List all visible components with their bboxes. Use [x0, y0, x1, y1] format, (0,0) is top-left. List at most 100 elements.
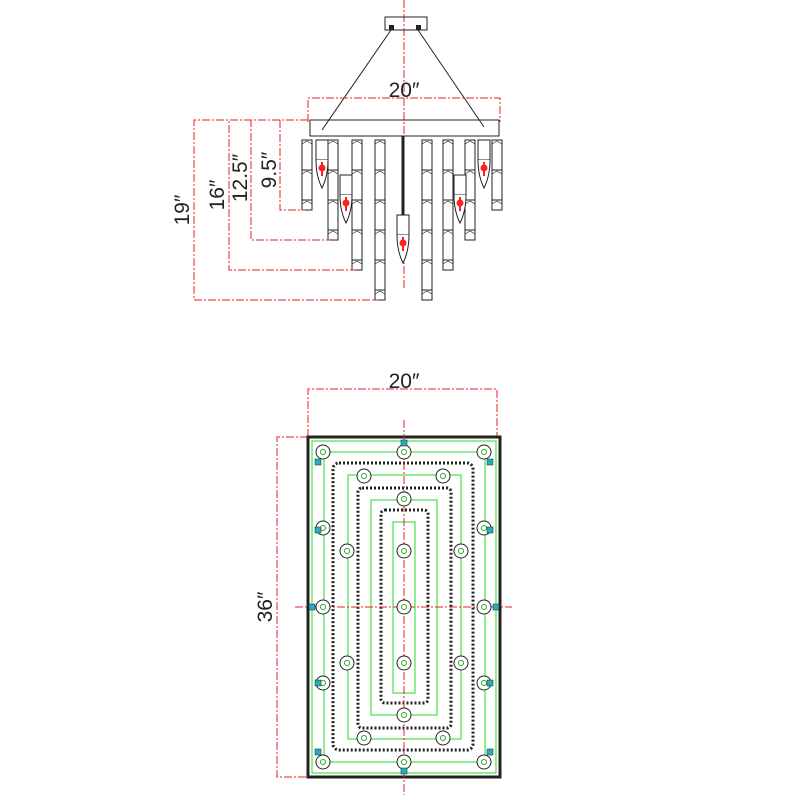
prism-facet [491, 170, 503, 175]
plan-view: 20″ 36″ [254, 370, 512, 795]
candle-bulb [315, 139, 329, 190]
prism-facet [301, 200, 313, 205]
suspension-wire-left [321, 29, 392, 131]
crystal-prism [442, 169, 454, 201]
crystal-strip [464, 139, 476, 241]
mounting-bracket [308, 603, 316, 611]
socket-center [361, 735, 367, 741]
crystal-prism [491, 169, 503, 201]
crystal-strip [442, 139, 454, 271]
crystal-strip [491, 139, 503, 211]
socket [315, 444, 331, 460]
socket-center [440, 735, 446, 741]
mounting-bracket [314, 458, 322, 466]
socket-ring [356, 468, 372, 484]
prism-facet [374, 290, 386, 295]
socket-ring [396, 707, 412, 723]
plan-width-dimension-line [307, 388, 498, 437]
socket-ring [396, 754, 412, 770]
prism-facet [327, 200, 339, 205]
socket-ring [476, 754, 492, 770]
socket-center [481, 449, 487, 455]
socket-center [401, 449, 407, 455]
socket-ring [339, 543, 355, 559]
crystal-prism [374, 259, 386, 291]
prism-facet [351, 140, 363, 145]
socket [396, 707, 412, 723]
prism-facet [421, 140, 433, 145]
candle-sleeve [453, 174, 467, 196]
prism-facet [351, 170, 363, 175]
prism-facet [374, 200, 386, 205]
crystal-prism [464, 199, 476, 231]
socket-center [440, 473, 446, 479]
crystal-prism [301, 169, 313, 201]
candle-bulb [477, 139, 491, 190]
crystal-prism [421, 259, 433, 291]
socket [339, 655, 355, 671]
prism-facet [374, 260, 386, 265]
candle-bulb [453, 174, 467, 225]
socket-center [481, 680, 487, 686]
socket [476, 754, 492, 770]
elevation-view: 20″ 9.5″ 12.5″ 16″ 19″ [171, 0, 503, 301]
crystal-prism [327, 139, 339, 171]
canopy [384, 16, 428, 31]
crystal-prism [421, 169, 433, 201]
socket-ring [356, 730, 372, 746]
prism-facet [374, 230, 386, 235]
height-label-16: 16″ [206, 179, 229, 210]
socket-center [481, 604, 487, 610]
crystal-prism [351, 229, 363, 261]
prism-facet [464, 170, 476, 175]
crystal-prism [374, 139, 386, 171]
crystal-prism [421, 199, 433, 231]
prism-facet [464, 200, 476, 205]
crystal-prism [421, 289, 433, 301]
socket-center [401, 660, 407, 666]
socket-center [344, 660, 350, 666]
plan-length-dimension-line [276, 436, 308, 778]
crystal-prism [327, 199, 339, 231]
crystal-prism [374, 229, 386, 261]
prism-facet [442, 140, 454, 145]
crystal-prism [327, 229, 339, 241]
socket-ring [315, 754, 331, 770]
crystal-strip [351, 139, 363, 271]
width-label: 20″ [389, 79, 420, 102]
candle-sleeve [315, 139, 329, 161]
socket [356, 730, 372, 746]
crystal-prism [491, 199, 503, 211]
socket [453, 543, 469, 559]
socket [396, 491, 412, 507]
socket-center [320, 449, 326, 455]
plan-width-label: 20″ [389, 370, 420, 393]
socket-center [401, 712, 407, 718]
prism-facet [442, 200, 454, 205]
socket [396, 655, 412, 671]
socket-center [361, 473, 367, 479]
candle-sleeve [339, 174, 353, 196]
candle-bulb [396, 214, 410, 265]
prism-facet [421, 260, 433, 265]
crystal-prism [374, 289, 386, 301]
socket-ring [453, 543, 469, 559]
socket [356, 468, 372, 484]
socket [396, 543, 412, 559]
crystal-prism [442, 139, 454, 171]
crystal-ring-2 [356, 486, 453, 730]
socket-ring [396, 599, 412, 615]
crystal-prism [301, 199, 313, 211]
candle-bulbs [315, 139, 491, 265]
socket-ring [396, 444, 412, 460]
height-label-9-5: 9.5″ [258, 151, 281, 188]
socket [315, 754, 331, 770]
mounting-bracket [486, 748, 494, 756]
crystal-prism [374, 199, 386, 231]
prism-facet [327, 230, 339, 235]
crystal-prism [351, 139, 363, 171]
plan-length-label: 36″ [254, 591, 277, 622]
prism-facet [491, 200, 503, 205]
socket [396, 754, 412, 770]
